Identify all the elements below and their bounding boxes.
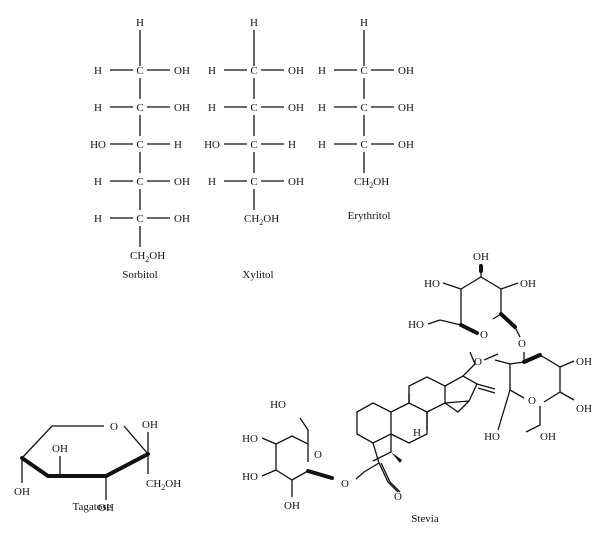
- mid-glc-oh-a: OH: [576, 356, 592, 368]
- top-glc-oh-b: OH: [520, 278, 536, 290]
- sorbitol-h-left: H: [94, 213, 102, 225]
- xylitol-oh-right: OH: [288, 102, 304, 114]
- bot-glc-oh: OH: [284, 500, 300, 512]
- sorbitol-carbon: C: [136, 139, 143, 151]
- erythritol-ch2oh: CH2OH: [354, 176, 389, 190]
- erythritol-structure: H C H OH C H OH C H OH CH2OH: [318, 17, 414, 190]
- mid-glc-ho: HO: [484, 431, 500, 443]
- sorbitol-carbon: C: [136, 102, 143, 114]
- xylitol-carbon: C: [250, 176, 257, 188]
- erythritol-carbon: C: [360, 102, 367, 114]
- ester-oxygen: O: [341, 478, 349, 490]
- core-h: H: [413, 427, 421, 439]
- sorbitol-label: Sorbitol: [122, 269, 157, 281]
- glycosidic-oxygen-mid: O: [474, 356, 482, 368]
- xylitol-top-h: H: [250, 17, 258, 29]
- xylitol-h-left: H: [208, 176, 216, 188]
- tagatose-oh-1: OH: [14, 486, 30, 498]
- erythritol-oh-right: OH: [398, 65, 414, 77]
- sorbitol-oh-right: OH: [174, 102, 190, 114]
- erythritol-oh-right: OH: [398, 139, 414, 151]
- sorbitol-oh-right: OH: [174, 65, 190, 77]
- sorbitol-carbon: C: [136, 65, 143, 77]
- bot-glc-ring-oxygen: O: [314, 449, 322, 461]
- xylitol-h-left: H: [208, 102, 216, 114]
- sorbitol-ch2oh: CH2OH: [130, 250, 165, 264]
- bot-glc-ho-b: HO: [242, 471, 258, 483]
- erythritol-carbon: C: [360, 65, 367, 77]
- sorbitol-oh-right: OH: [174, 213, 190, 225]
- stevia-label: Stevia: [411, 513, 439, 525]
- erythritol-oh-right: OH: [398, 102, 414, 114]
- sorbitol-h-left: H: [94, 176, 102, 188]
- sorbitol-h-left: H: [94, 102, 102, 114]
- sorbitol-h-right: H: [174, 139, 182, 151]
- xylitol-ch2oh: CH2OH: [244, 213, 279, 227]
- tagatose-label: Tagatose: [73, 501, 112, 513]
- erythritol-h-left: H: [318, 65, 326, 77]
- bot-glc-ho-a: HO: [242, 433, 258, 445]
- ester-carbonyl-oxygen: O: [394, 491, 402, 503]
- tagatose-ch2oh: CH2OH: [146, 478, 181, 492]
- sorbitol-carbon: C: [136, 176, 143, 188]
- erythritol-h-left: H: [318, 102, 326, 114]
- tagatose-oh-2: OH: [52, 443, 68, 455]
- mid-glc-oh-b: OH: [576, 403, 592, 415]
- sorbitol-ho-left: HO: [90, 139, 106, 151]
- mid-glc-oh-c: OH: [540, 431, 556, 443]
- tagatose-oh-4: OH: [142, 419, 158, 431]
- erythritol-label: Erythritol: [348, 210, 391, 222]
- bot-glc-ho-ch2: HO: [270, 399, 286, 411]
- sorbitol-carbon: C: [136, 213, 143, 225]
- xylitol-carbon: C: [250, 102, 257, 114]
- mid-glc-ring-oxygen: O: [528, 395, 536, 407]
- top-glc-ring-oxygen: O: [480, 329, 488, 341]
- sorbitol-h-left: H: [94, 65, 102, 77]
- xylitol-oh-right: OH: [288, 176, 304, 188]
- erythritol-carbon: C: [360, 139, 367, 151]
- top-glc-oh-a: OH: [473, 251, 489, 263]
- xylitol-carbon: C: [250, 139, 257, 151]
- stevia-structure: O OH OH HO HO O O OH OH OH HO O: [242, 251, 592, 512]
- erythritol-top-h: H: [360, 17, 368, 29]
- tagatose-structure: O OH OH OH OH CH2OH: [14, 419, 181, 514]
- xylitol-h-right: H: [288, 139, 296, 151]
- xylitol-carbon: C: [250, 65, 257, 77]
- top-glc-ho: HO: [424, 278, 440, 290]
- glycosidic-oxygen-top: O: [518, 338, 526, 350]
- sorbitol-oh-right: OH: [174, 176, 190, 188]
- top-glc-ho-ch2: HO: [408, 319, 424, 331]
- tagatose-oh-3: OH: [98, 502, 114, 514]
- xylitol-ho-left: HO: [204, 139, 220, 151]
- sorbitol-top-h: H: [136, 17, 144, 29]
- erythritol-h-left: H: [318, 139, 326, 151]
- xylitol-label: Xylitol: [242, 269, 273, 281]
- xylitol-oh-right: OH: [288, 65, 304, 77]
- xylitol-h-left: H: [208, 65, 216, 77]
- ring-oxygen: O: [110, 421, 118, 433]
